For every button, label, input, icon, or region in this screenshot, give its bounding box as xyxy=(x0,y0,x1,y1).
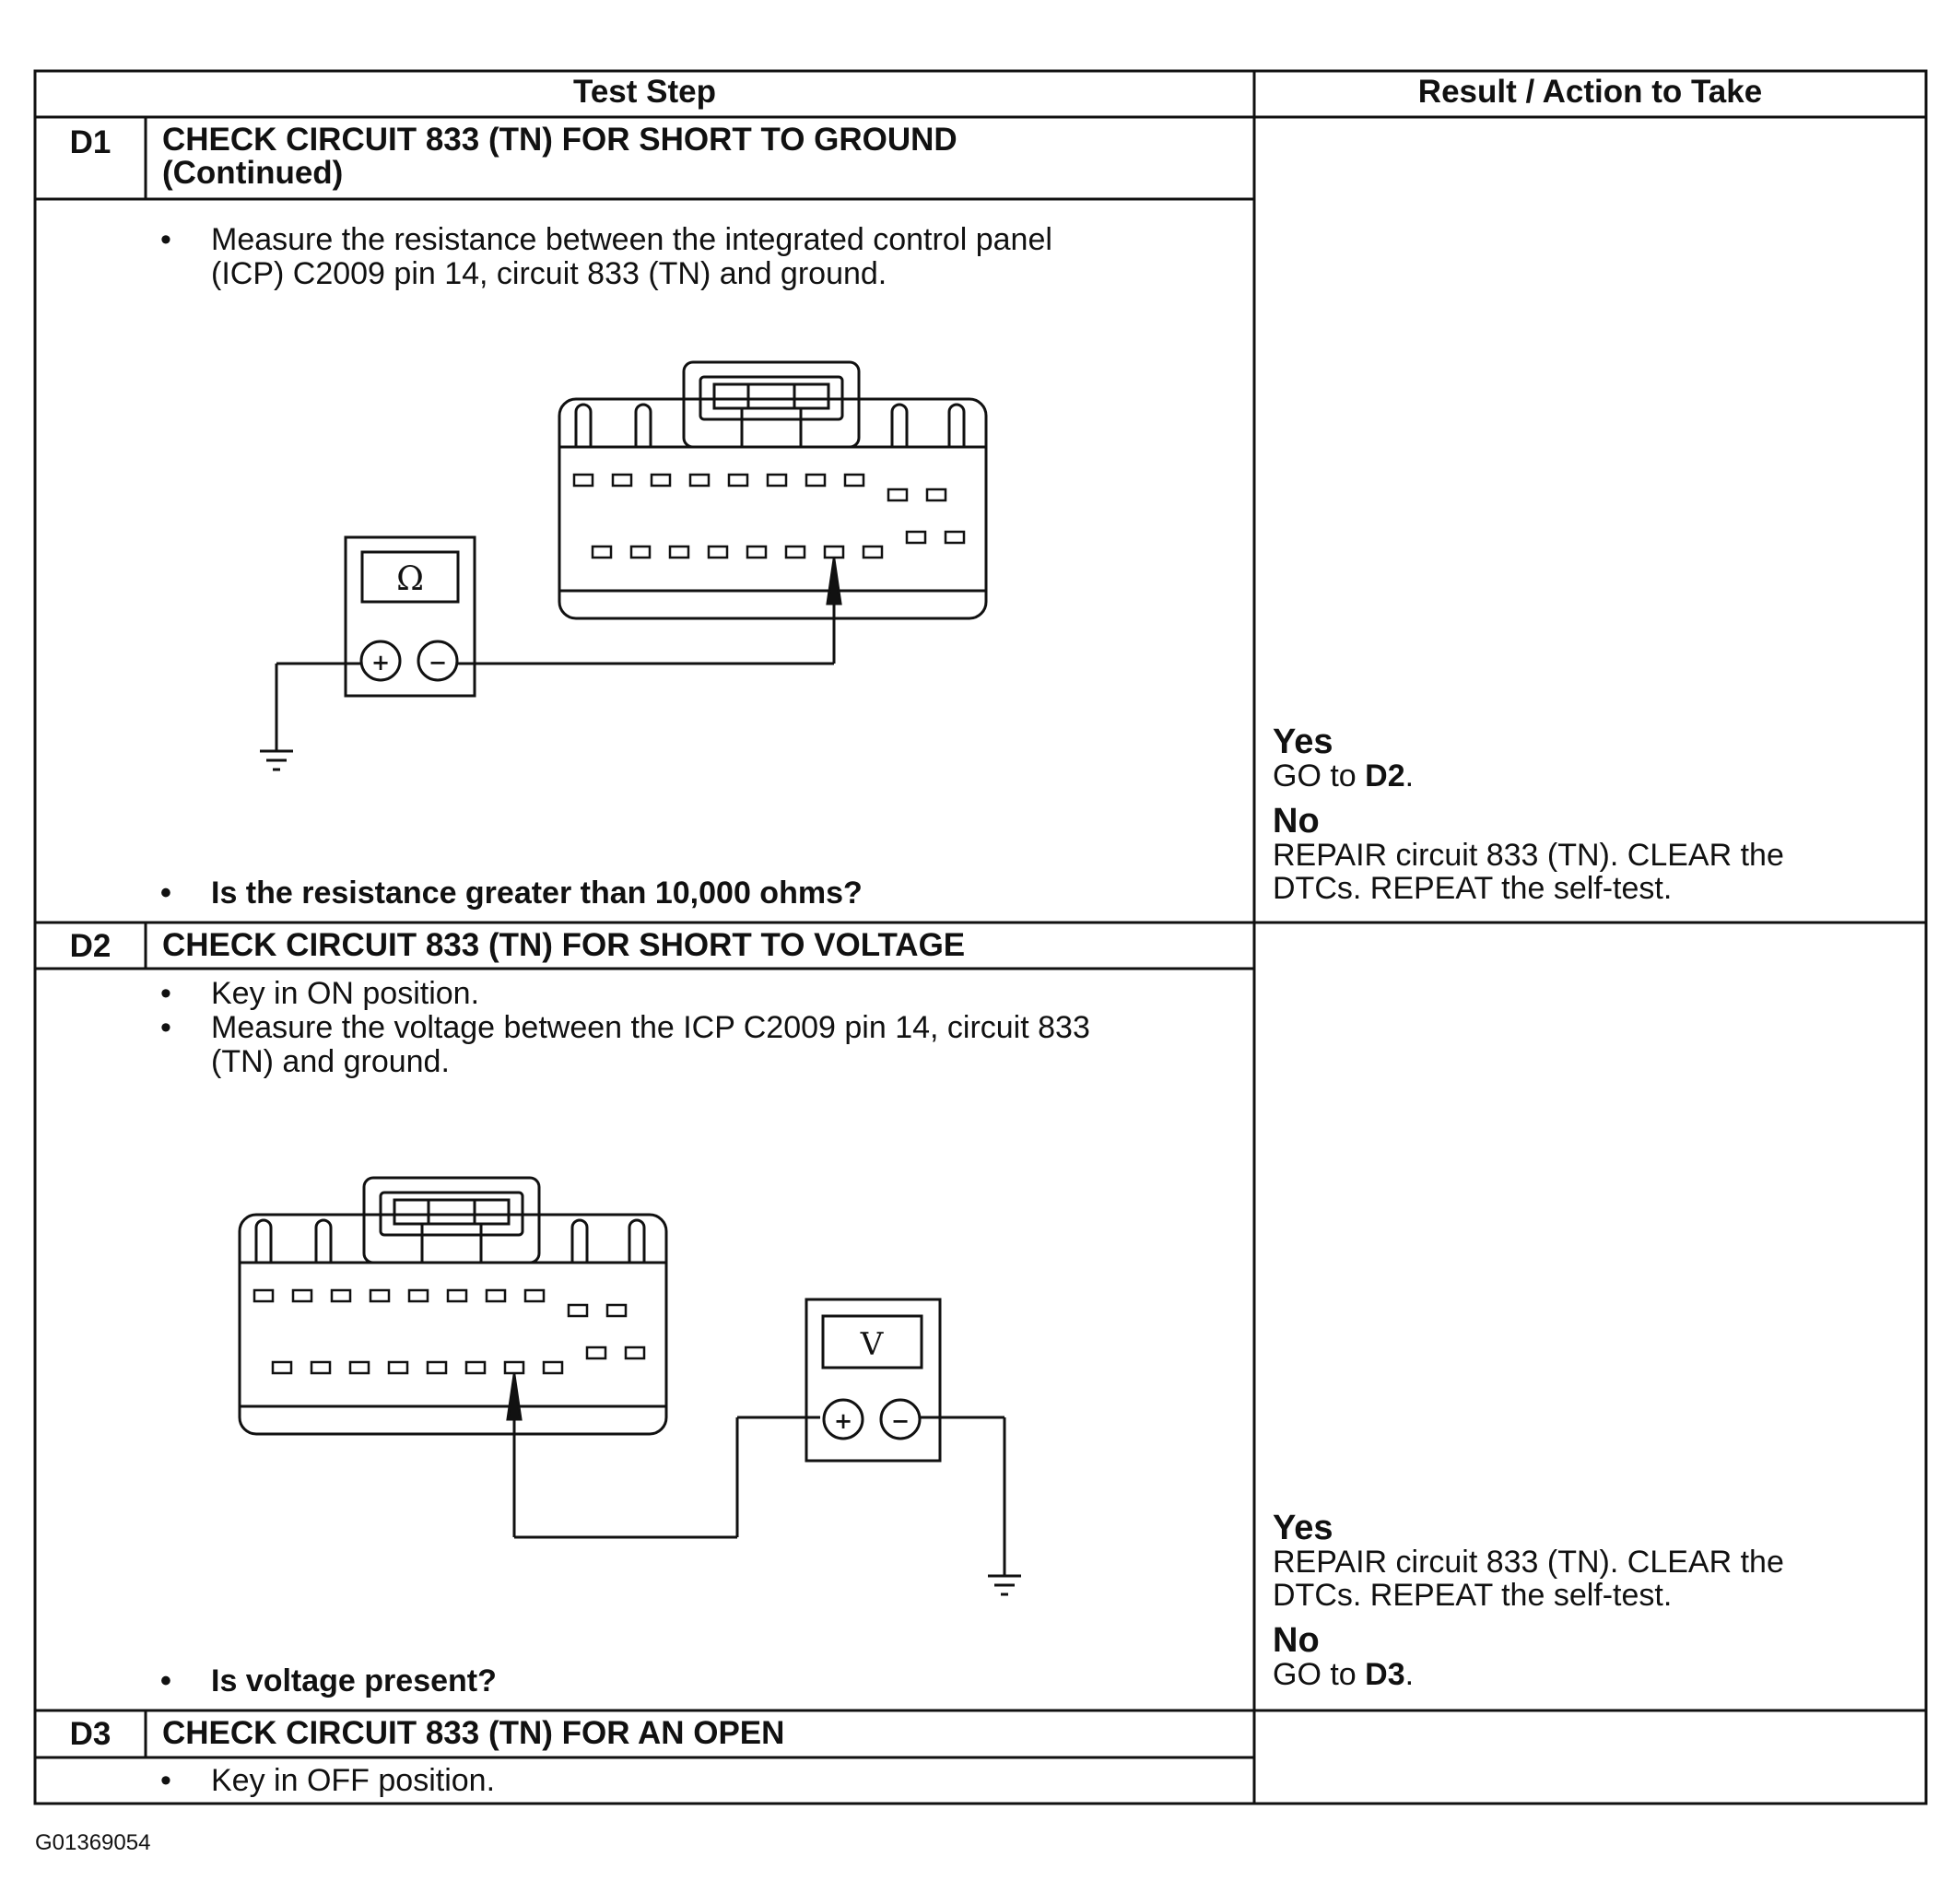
connector-c2009-icon xyxy=(558,360,988,620)
d1-yes-label: Yes xyxy=(1273,723,1333,761)
step-d2-question: • Is voltage present? xyxy=(160,1663,497,1698)
step-d1-instruction-line2: (ICP) C2009 pin 14, circuit 833 (TN) and… xyxy=(211,256,887,291)
d2-yes-action-line1: REPAIR circuit 833 (TN). CLEAR the xyxy=(1273,1545,1784,1580)
ground-symbol-icon xyxy=(260,749,293,771)
bullet-glyph: • xyxy=(160,1010,171,1045)
bullet-glyph: • xyxy=(160,1763,171,1798)
column-header-test-step: Test Step xyxy=(573,74,716,110)
d1-yes-action: GO to D2. xyxy=(1273,758,1415,793)
d2-no-action: GO to D3. xyxy=(1273,1657,1415,1692)
step-d2-result: Yes REPAIR circuit 833 (TN). CLEAR the D… xyxy=(1273,1510,1909,1691)
connector-c2009-icon xyxy=(238,1176,668,1436)
step-d2-instruction-2-line2: (TN) and ground. xyxy=(211,1044,450,1079)
ohmmeter-plus-glyph: + xyxy=(371,649,390,676)
ground-symbol-icon xyxy=(988,1574,1021,1596)
ohmmeter-icon xyxy=(344,535,476,698)
step-title-d2: CHECK CIRCUIT 833 (TN) FOR SHORT TO VOLT… xyxy=(162,927,966,963)
step-d2-instruction-1: • Key in ON position. xyxy=(160,976,480,1011)
step-d3-instruction-1: • Key in OFF position. xyxy=(160,1763,496,1798)
step-code-d1: D1 xyxy=(69,124,112,160)
step-d1-question: • Is the resistance greater than 10,000 … xyxy=(160,876,863,911)
d1-no-action-line1: REPAIR circuit 833 (TN). CLEAR the xyxy=(1273,838,1784,873)
bullet-glyph: • xyxy=(160,222,171,257)
step-code-d3: D3 xyxy=(69,1716,112,1752)
voltmeter-icon xyxy=(805,1298,942,1463)
step-d2-instruction-2: • Measure the voltage between the ICP C2… xyxy=(160,1011,1239,1085)
voltmeter-minus-glyph: − xyxy=(891,1407,910,1434)
d1-yes-target: D2 xyxy=(1365,758,1405,793)
step-d2-instruction-2-line1: Measure the voltage between the ICP C200… xyxy=(211,1010,1090,1045)
d1-wiring-diagram: Ω + − xyxy=(260,360,988,771)
ohmmeter-minus-glyph: − xyxy=(429,649,447,676)
d1-no-action-line2: DTCs. REPEAT the self-test. xyxy=(1273,871,1673,906)
step-title-d1-line2: (Continued) xyxy=(162,155,344,191)
d2-wiring-diagram: V + − xyxy=(238,1176,1021,1596)
step-title-d1-line1: CHECK CIRCUIT 833 (TN) FOR SHORT TO GROU… xyxy=(162,122,957,158)
figure-id: G01369054 xyxy=(35,1830,151,1855)
step-code-d2: D2 xyxy=(69,928,112,964)
bullet-glyph: • xyxy=(160,1663,171,1698)
d2-no-label: No xyxy=(1273,1621,1320,1660)
step-title-d3: CHECK CIRCUIT 833 (TN) FOR AN OPEN xyxy=(162,1715,785,1751)
d2-no-target: D3 xyxy=(1365,1657,1405,1692)
d1-no-label: No xyxy=(1273,802,1320,840)
d2-yes-label: Yes xyxy=(1273,1509,1333,1547)
step-d1-result: Yes GO to D2. No REPAIR circuit 833 (TN)… xyxy=(1273,724,1909,905)
step-title-d1: CHECK CIRCUIT 833 (TN) FOR SHORT TO GROU… xyxy=(162,123,957,190)
bullet-glyph: • xyxy=(160,876,171,911)
voltmeter-symbol: V xyxy=(860,1326,885,1363)
step-d1-instruction: • Measure the resistance between the int… xyxy=(160,223,1239,297)
step-d1-instruction-line1: Measure the resistance between the integ… xyxy=(211,222,1052,257)
d2-yes-action-line2: DTCs. REPEAT the self-test. xyxy=(1273,1578,1673,1613)
voltmeter-plus-glyph: + xyxy=(834,1407,852,1434)
column-header-result: Result / Action to Take xyxy=(1417,74,1763,110)
ohmmeter-symbol: Ω xyxy=(396,560,424,598)
bullet-glyph: • xyxy=(160,976,171,1011)
